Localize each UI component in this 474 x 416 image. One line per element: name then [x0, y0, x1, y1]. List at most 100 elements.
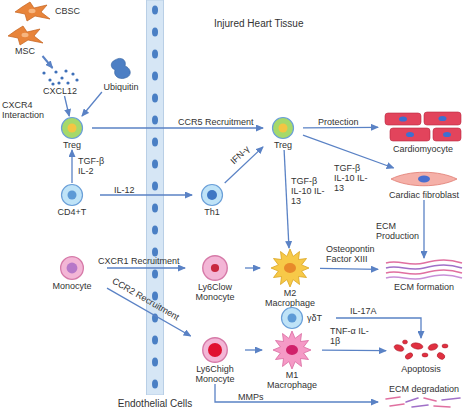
endothelial-cell — [152, 138, 158, 147]
icon-part — [439, 116, 447, 121]
icon-part — [406, 132, 414, 137]
node-label: Ly6Clow Monocyte — [185, 282, 245, 302]
node-label: Ly6Chigh Monocyte — [185, 364, 245, 384]
icon-part — [207, 190, 217, 200]
icon-part — [270, 248, 310, 288]
node-label: M2 Macrophage — [260, 288, 320, 308]
node-label: ECM degradation — [389, 384, 459, 394]
icon-part — [22, 33, 29, 37]
endothelial-layer — [146, 0, 164, 395]
icon-part — [406, 398, 418, 402]
endothelial-cell — [152, 358, 158, 367]
cell-node: γδT — [280, 306, 336, 330]
cell-node: Treg — [263, 116, 303, 150]
signal-arrow — [43, 56, 53, 68]
cell-node: Monocyte — [37, 255, 107, 291]
cell-node: Treg — [52, 116, 92, 150]
cell-node: M2 Macrophage — [260, 248, 320, 308]
cell-icon — [391, 338, 451, 364]
icon-part — [111, 58, 130, 78]
signal-arrow — [71, 150, 72, 183]
icon-part — [383, 110, 463, 144]
icon-part — [391, 172, 457, 186]
cell-icon — [280, 306, 304, 330]
signal-arrow — [320, 268, 378, 270]
edge-label: CCR2 Recruitment — [111, 276, 181, 322]
icon-part — [202, 185, 223, 206]
icon-part — [60, 76, 63, 79]
cell-node: Cardiomyocyte — [378, 110, 468, 154]
signal-arrow — [322, 350, 386, 352]
icon-part — [436, 351, 446, 360]
icon-part — [62, 118, 83, 139]
cell-icon — [389, 168, 459, 190]
icon-part — [8, 26, 43, 45]
edge-label: Protection — [318, 117, 359, 127]
endothelial-cell — [152, 380, 158, 389]
cell-icon — [384, 394, 464, 410]
endothelial-cell — [152, 336, 158, 345]
cell-icon — [59, 255, 85, 281]
node-label: γδT — [307, 313, 322, 323]
cell-node: MSC — [0, 24, 50, 56]
node-label: M1 Macrophage — [262, 370, 322, 390]
icon-part — [66, 81, 69, 84]
icon-part — [57, 81, 60, 84]
icon-part — [271, 249, 309, 287]
icon-part — [384, 258, 464, 282]
edge-label: IFN-γ — [229, 144, 252, 166]
edge-label: CXCR1 Recruitment — [98, 256, 180, 266]
endothelial-cell — [152, 226, 158, 235]
endothelial-cell — [152, 50, 158, 59]
cell-node: ECM formation — [378, 258, 470, 292]
cell-icon — [201, 336, 229, 364]
cell-icon — [383, 110, 463, 144]
cell-icon — [272, 330, 312, 370]
icon-part — [386, 270, 462, 274]
cell-node: CBSC — [12, 0, 98, 22]
icon-part — [211, 264, 219, 272]
signal-arrow — [245, 349, 262, 350]
icon-part — [68, 124, 77, 133]
icon-part — [64, 69, 67, 72]
edge-label: IL-12 — [114, 185, 135, 195]
icon-part — [412, 405, 428, 407]
node-label: Treg — [63, 140, 81, 150]
icon-part — [273, 118, 294, 139]
edge-label: TGF-β IL-10 IL-13 — [291, 176, 325, 206]
icon-part — [279, 124, 288, 133]
endothelial-cell — [152, 72, 158, 81]
node-label: Monocyte — [52, 281, 91, 291]
cell-icon — [200, 183, 224, 207]
icon-part — [418, 176, 430, 183]
icon-part — [48, 78, 51, 81]
icon-part — [391, 338, 451, 364]
icon-part — [411, 342, 424, 350]
icon-part — [61, 257, 84, 280]
signal-arrow — [423, 200, 424, 258]
cell-node: M1 Macrophage — [262, 330, 322, 390]
signal-arrow — [215, 384, 378, 402]
icon-part — [272, 330, 312, 370]
signal-arrow — [82, 92, 102, 116]
icon-part — [386, 265, 462, 269]
endothelial-cell — [152, 270, 158, 279]
edge-label: TGF-β IL-10 IL-13 — [334, 163, 370, 193]
icon-part — [203, 256, 228, 281]
signal-arrow — [107, 267, 185, 268]
icon-part — [51, 82, 54, 85]
node-label: Endothelial Cells — [112, 398, 198, 409]
icon-part — [386, 275, 462, 279]
icon-part — [280, 306, 304, 330]
node-label: Apoptosis — [401, 364, 441, 374]
icon-part — [286, 345, 298, 355]
icon-part — [60, 183, 84, 207]
icon-part — [390, 128, 430, 141]
edge-label: MMPs — [238, 392, 264, 402]
node-label: Cardiac fibroblast — [389, 190, 459, 200]
icon-part — [201, 254, 229, 282]
signal-arrow — [92, 127, 263, 128]
node-label: CD4+T — [58, 207, 87, 217]
cell-node: CXCL12 — [36, 68, 84, 96]
icon-part — [434, 406, 450, 407]
